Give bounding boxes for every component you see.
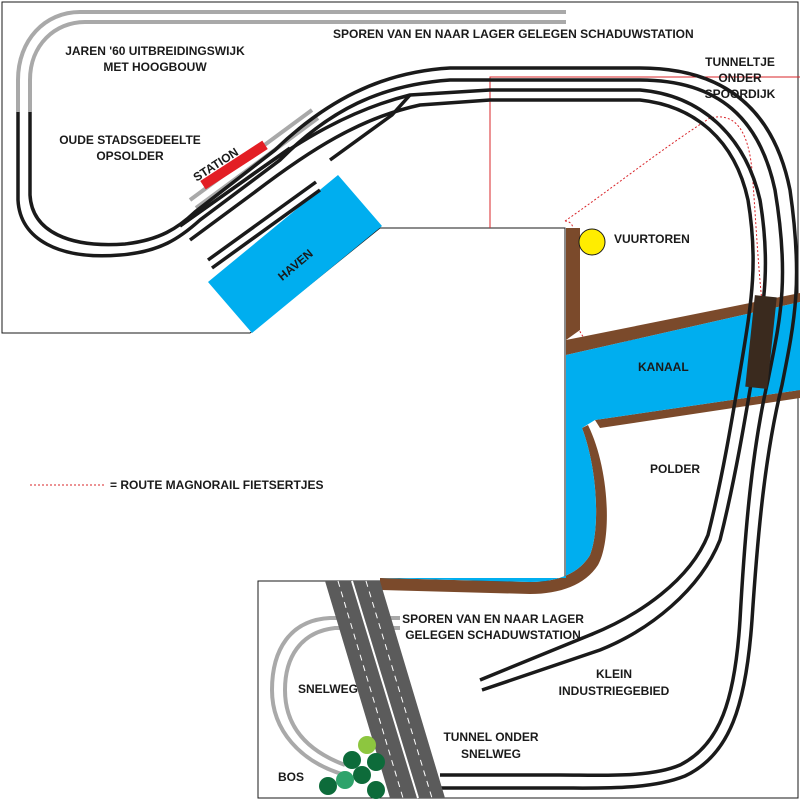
label-tunnel-dike-line1: TUNNELTJE [705, 55, 775, 69]
label-district-line2: MET HOOGBOUW [103, 60, 207, 74]
label-tunnel-dike-line3: SPOORDIJK [705, 87, 776, 101]
label-lighthouse: VUURTOREN [614, 232, 690, 246]
main-tracks [16, 66, 799, 790]
grey-tracks [16, 10, 566, 777]
label-industry-line2: INDUSTRIEGEBIED [559, 684, 670, 698]
label-polder: POLDER [650, 462, 700, 476]
label-old-town-line2: OPSOLDER [96, 149, 164, 163]
label-tunnel-dike-line2: ONDER [718, 71, 762, 85]
label-tunnel-highway-line2: SNELWEG [461, 747, 521, 761]
lighthouse-icon [578, 228, 606, 256]
label-shadow-station-bottom-line2: GELEGEN SCHADUWSTATION [405, 628, 581, 642]
label-canal: KANAAL [638, 360, 689, 374]
canal-bridge [745, 295, 777, 389]
station-building [200, 140, 268, 190]
highway [325, 580, 445, 799]
canal-water [380, 302, 800, 582]
label-highway: SNELWEG [298, 682, 358, 696]
label-shadow-station-top: SPOREN VAN EN NAAR LAGER GELEGEN SCHADUW… [333, 27, 694, 41]
label-district-line1: JAREN '60 UITBREIDINGSWIJK [65, 44, 245, 58]
label-tunnel-highway-line1: TUNNEL ONDER [443, 730, 538, 744]
label-forest: BOS [278, 770, 304, 784]
label-shadow-station-bottom-line1: SPOREN VAN EN NAAR LAGER [402, 612, 584, 626]
forest-trees [319, 736, 385, 799]
label-industry-line1: KLEIN [596, 667, 632, 681]
label-old-town-line1: OUDE STADSGEDEELTE [59, 133, 201, 147]
label-legend: = ROUTE MAGNORAIL FIETSERTJES [110, 478, 323, 492]
harbor-water [208, 175, 382, 333]
